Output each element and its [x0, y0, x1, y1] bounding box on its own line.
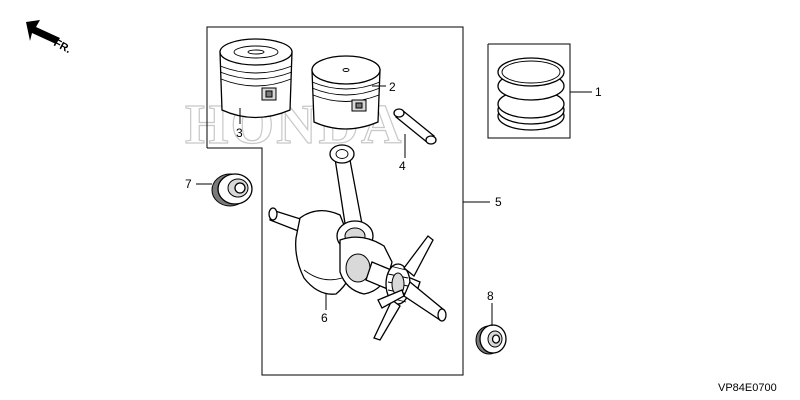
piston-pin-4 — [393, 108, 437, 145]
callout-8: 8 — [487, 289, 494, 303]
ring-set-frame — [487, 43, 571, 139]
callout-1: 1 — [595, 85, 602, 99]
callout-7: 7 — [185, 177, 192, 191]
crankshaft-6 — [268, 144, 447, 341]
piston-ring-set-1 — [497, 57, 565, 131]
front-label: FR. — [52, 37, 73, 56]
piston-3 — [219, 38, 293, 119]
oil-seal-8 — [475, 324, 507, 355]
callout-2: 2 — [389, 80, 396, 94]
callout-5: 5 — [495, 195, 502, 209]
assembly-frame — [206, 26, 464, 376]
callout-3: 3 — [236, 126, 243, 140]
front-arrow-icon — [26, 20, 60, 44]
callout-6: 6 — [321, 311, 328, 325]
oil-seal-7 — [211, 173, 253, 207]
diagram-code: VP84E0700 — [718, 382, 777, 394]
callout-4: 4 — [399, 159, 406, 173]
piston-2 — [311, 55, 381, 130]
